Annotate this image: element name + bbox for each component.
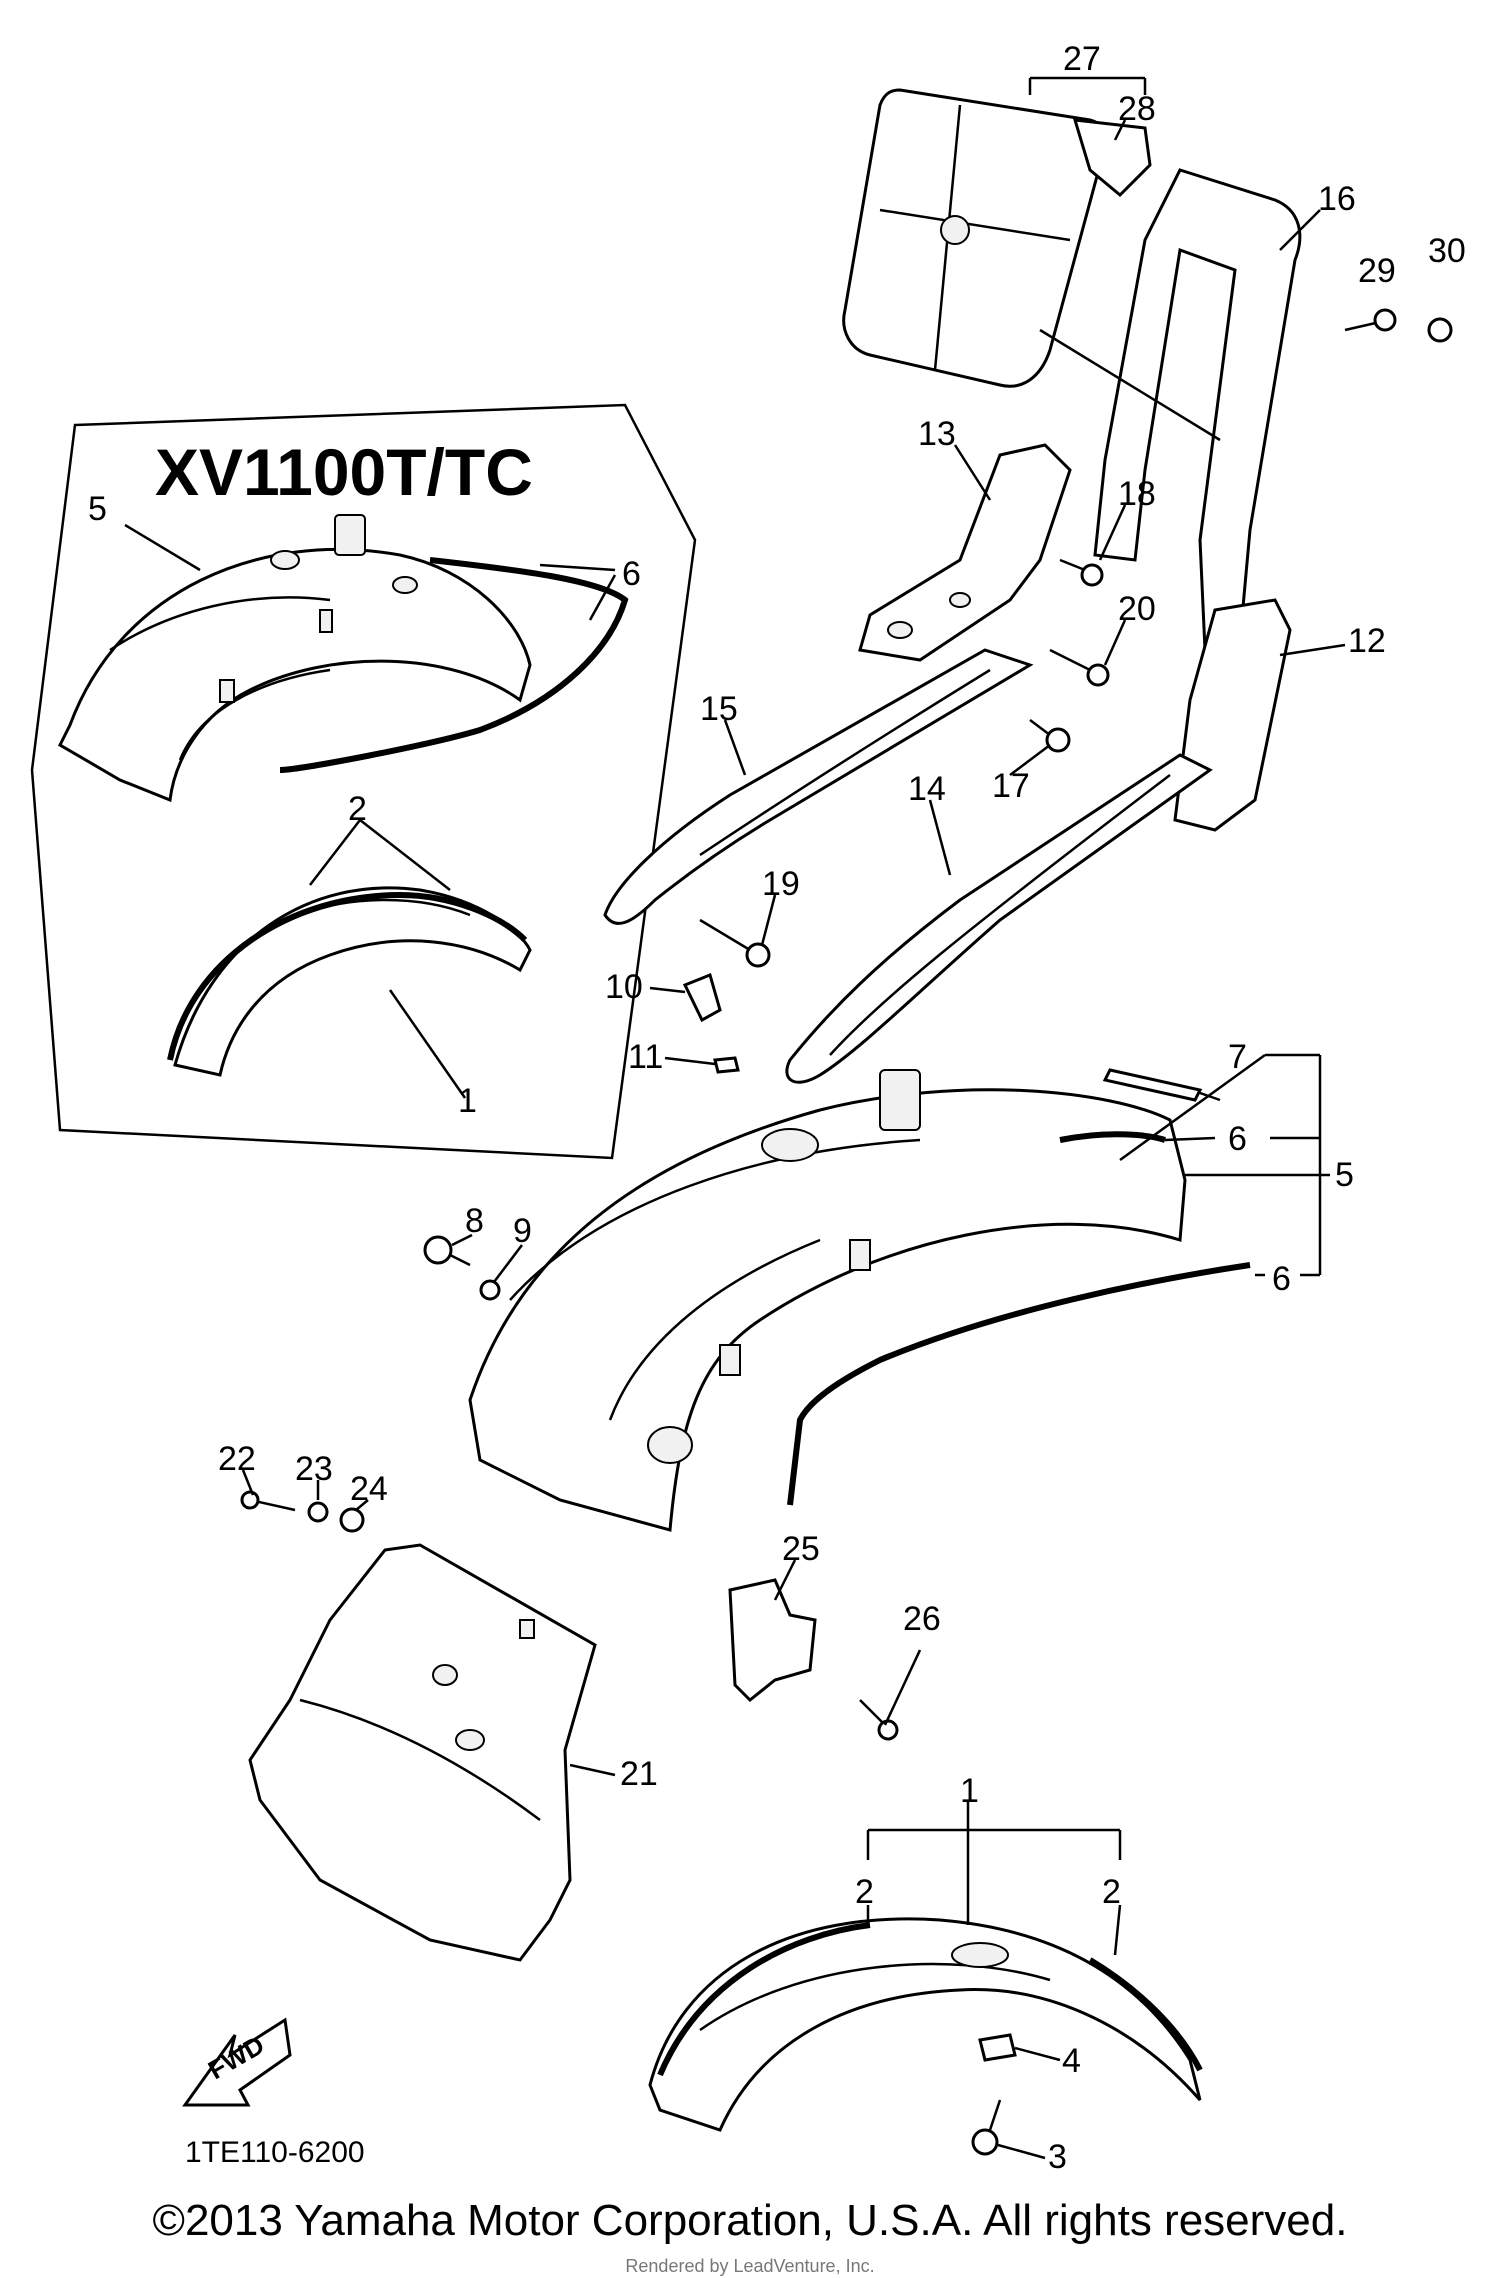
bolt-29 <box>1344 308 1397 332</box>
bolt-3 <box>971 2099 1002 2156</box>
inset-frame <box>30 403 697 1160</box>
tail-light-bracket <box>728 1578 817 1703</box>
callout-17: 17 <box>992 767 1030 805</box>
callout-25: 25 <box>782 1530 820 1568</box>
sissy-bar-frame <box>1093 168 1302 652</box>
callout-2-right: 2 <box>1102 1873 1121 1911</box>
fender-molding-lower <box>787 1262 1251 1506</box>
callout-14: 14 <box>908 770 946 808</box>
diagram-part-code: 1TE110-6200 <box>185 2136 365 2169</box>
callout-11: 11 <box>628 1038 663 1076</box>
callout-19: 19 <box>762 865 800 903</box>
nut-24 <box>339 1507 365 1533</box>
render-watermark: Rendered by LeadVenture, Inc. <box>625 2256 875 2276</box>
callout-29: 29 <box>1358 252 1396 290</box>
backrest-pad <box>842 88 1109 388</box>
clip-11 <box>713 1056 740 1074</box>
fender-molding-right <box>1088 1957 1203 2072</box>
inset-callout-1: 1 <box>458 1082 477 1120</box>
callout-15: 15 <box>700 690 738 728</box>
model-title: XV1100T/TC <box>155 435 533 509</box>
callout-4: 4 <box>1062 2042 1081 2080</box>
washer-23 <box>307 1501 329 1523</box>
callout-9: 9 <box>513 1212 532 1250</box>
callout-21: 21 <box>620 1755 658 1793</box>
leader-lines <box>241 76 1346 2160</box>
callout-7: 7 <box>1228 1038 1247 1076</box>
bolt-8 <box>423 1235 471 1267</box>
bolt-18 <box>1059 558 1104 587</box>
emblem-plate-7 <box>1102 1068 1203 1102</box>
bolt-17 <box>1029 719 1071 753</box>
inset-callout-6: 6 <box>622 555 641 593</box>
callout-28: 28 <box>1118 90 1156 128</box>
fender-molding-upper <box>1059 1131 1166 1143</box>
callout-12: 12 <box>1348 622 1386 660</box>
callout-8: 8 <box>465 1202 484 1240</box>
inset-fender-molding <box>167 891 528 1061</box>
callout-26: 26 <box>903 1600 941 1638</box>
callout-23: 23 <box>295 1450 333 1488</box>
backrest-mounting-plate <box>1072 118 1152 198</box>
callout-22: 22 <box>218 1440 256 1478</box>
callout-30: 30 <box>1428 232 1466 270</box>
inner-rear-fender <box>248 1543 597 1962</box>
inset-fender-trim <box>173 886 532 1077</box>
callout-27: 27 <box>1063 40 1101 78</box>
callout-6-lower: 6 <box>1272 1260 1291 1298</box>
callout-numbers: 27 28 16 30 29 13 18 20 12 15 17 14 19 1… <box>88 40 1466 2176</box>
callout-16: 16 <box>1318 180 1356 218</box>
bolt-20 <box>1049 648 1110 687</box>
left-grab-rail <box>603 648 1034 925</box>
right-grab-rail <box>785 753 1213 1084</box>
inset-callout-2: 2 <box>348 790 367 828</box>
bolt-26 <box>859 1699 899 1741</box>
callout-13: 13 <box>918 415 956 453</box>
callout-24: 24 <box>350 1470 388 1508</box>
callout-20: 20 <box>1118 590 1156 628</box>
callout-1-lower: 1 <box>960 1772 979 1810</box>
callout-18: 18 <box>1118 475 1156 513</box>
inset-rear-fender <box>58 547 532 803</box>
callout-5: 5 <box>1335 1156 1354 1194</box>
inset-molding-strip <box>279 557 629 773</box>
callout-2-left: 2 <box>855 1873 874 1911</box>
bolt-19 <box>699 918 771 968</box>
callout-3: 3 <box>1048 2138 1067 2176</box>
connector-10 <box>682 972 722 1023</box>
bolt-22 <box>240 1490 296 1512</box>
fender-molding-left <box>657 1922 871 2077</box>
copyright-notice: ©2013 Yamaha Motor Corporation, U.S.A. A… <box>152 2196 1348 2245</box>
callout-10: 10 <box>605 968 643 1006</box>
fwd-arrow-icon: FWD <box>182 2017 292 2107</box>
nut-30 <box>1427 317 1453 343</box>
nut-9 <box>479 1279 501 1301</box>
clip-4 <box>978 2033 1017 2062</box>
inset-callout-5: 5 <box>88 490 107 528</box>
right-backrest-bracket <box>1173 598 1292 832</box>
callout-6-upper: 6 <box>1228 1120 1247 1158</box>
fender-trim <box>648 1917 1202 2132</box>
left-backrest-bracket <box>858 443 1072 662</box>
